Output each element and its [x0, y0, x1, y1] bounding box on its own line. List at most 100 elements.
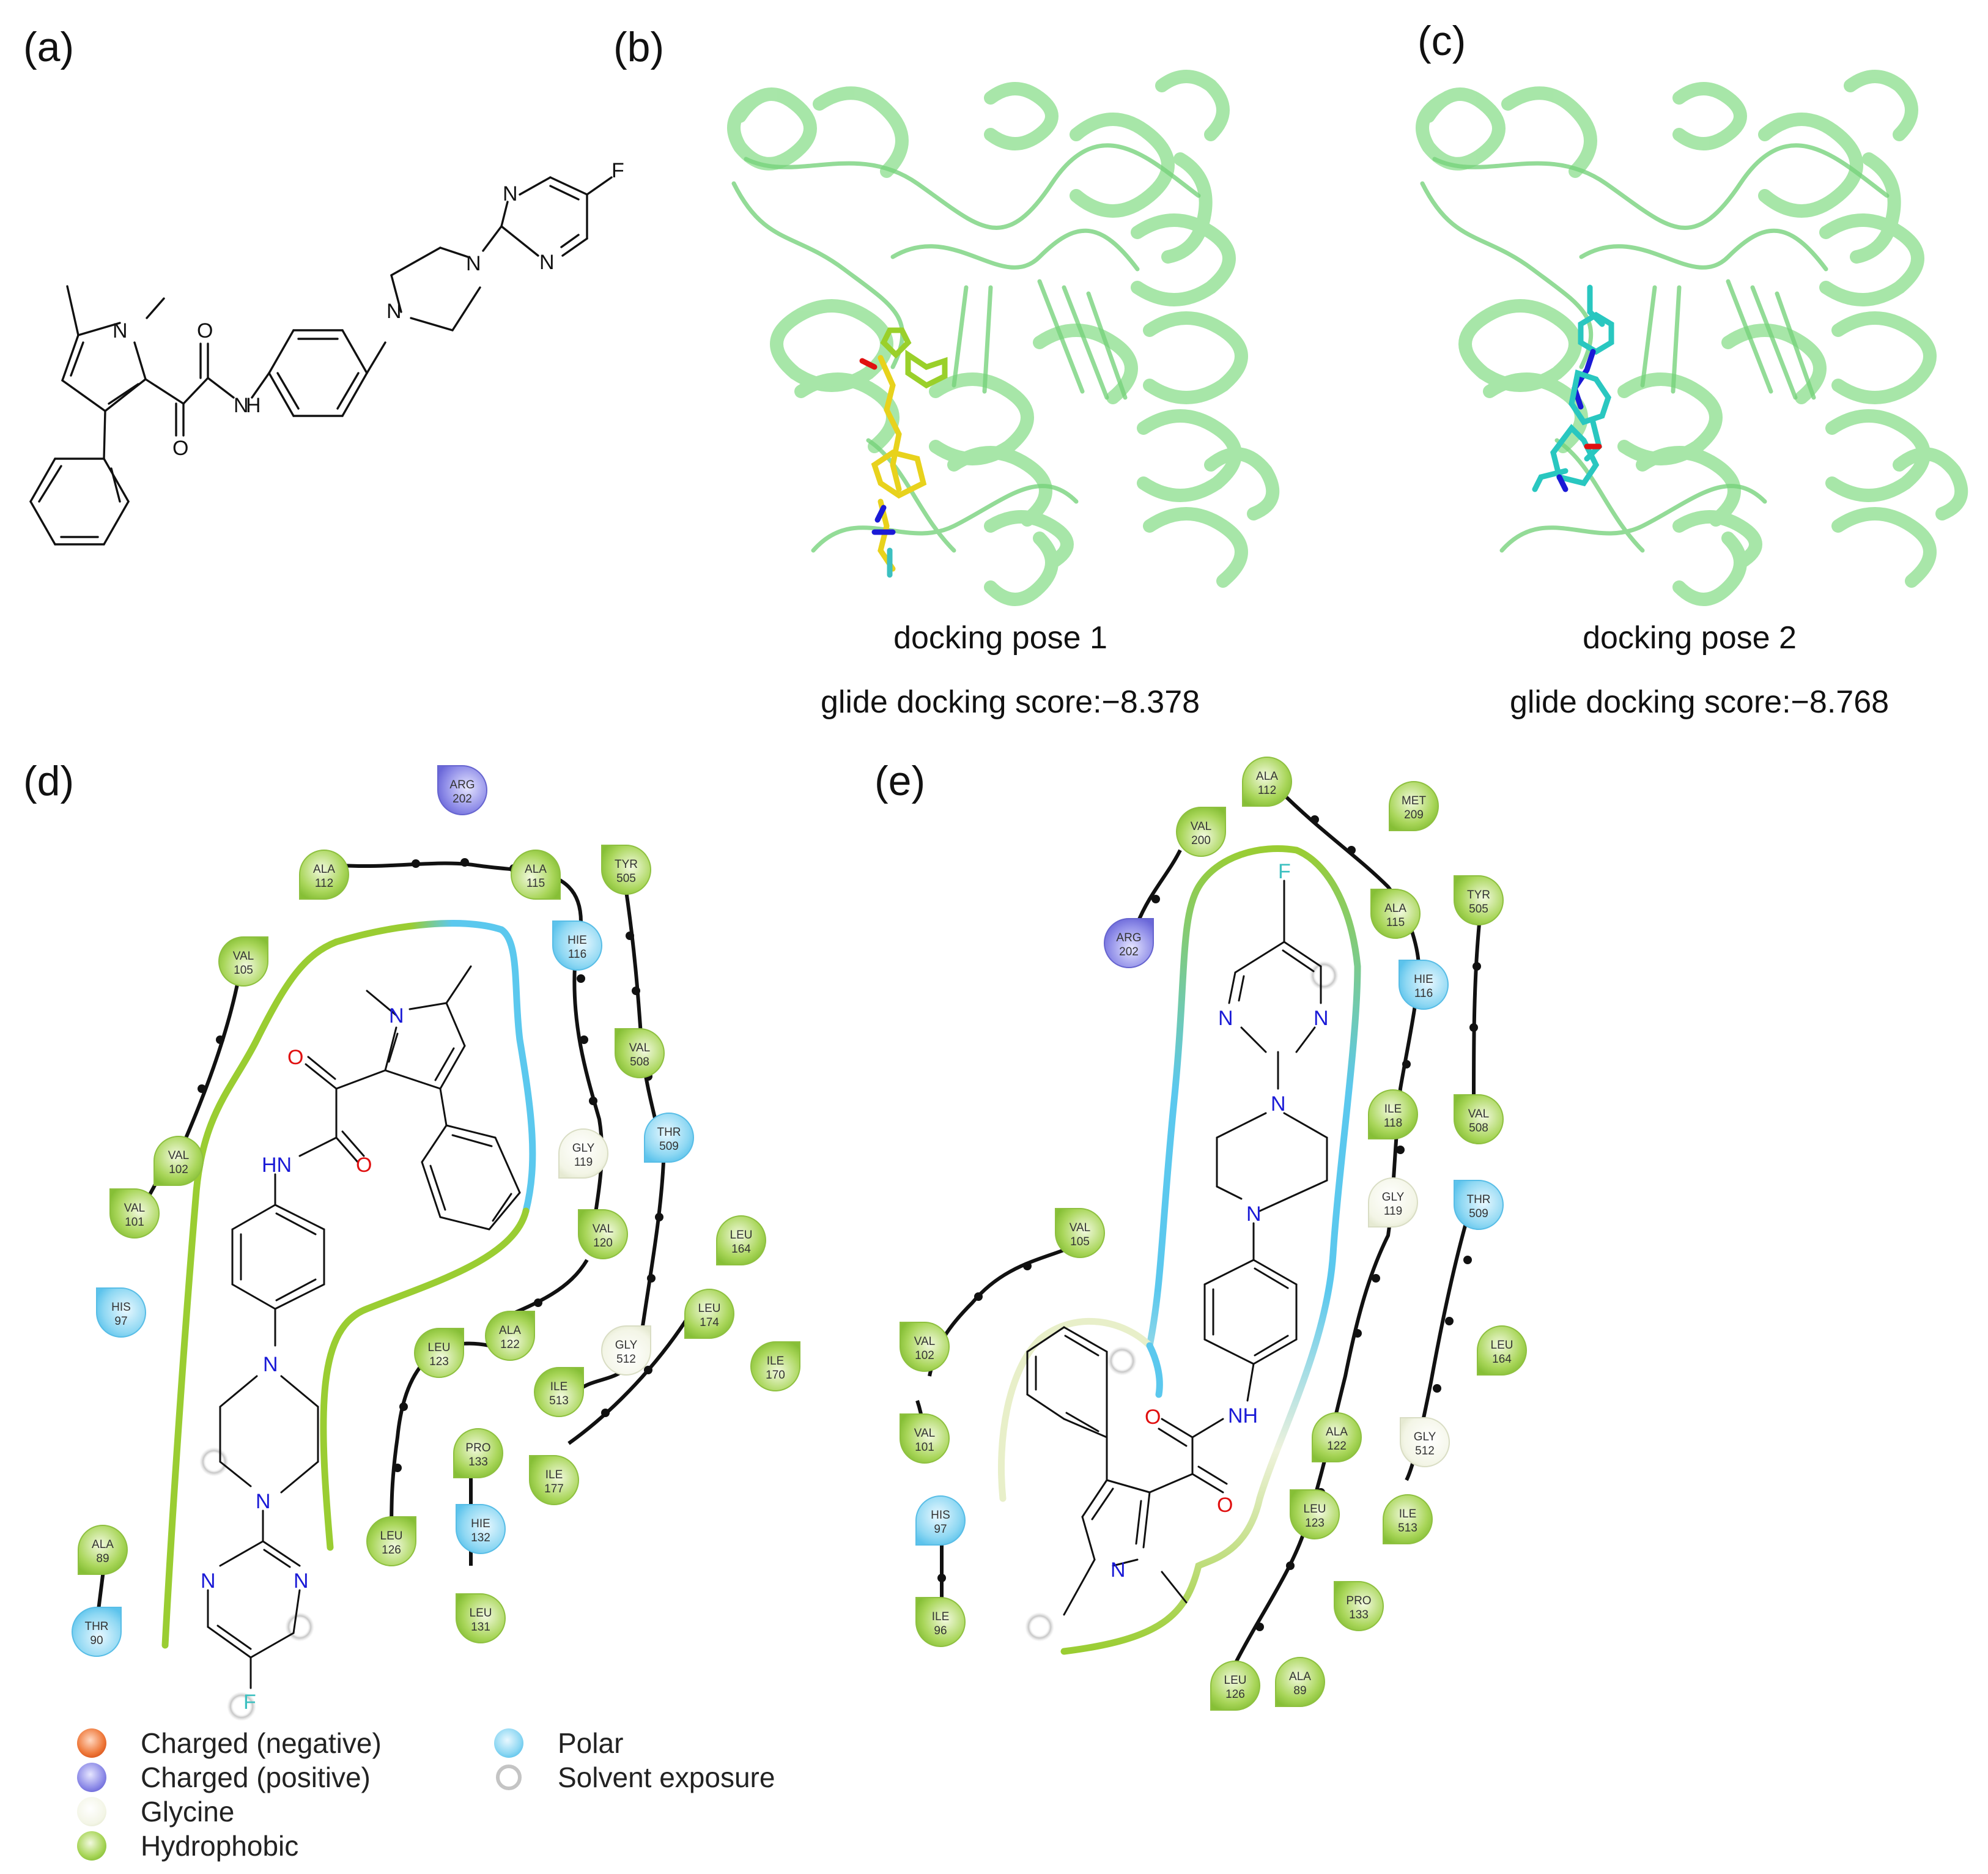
d-residue-name: VAL	[629, 1042, 651, 1054]
e-residue-shape	[1454, 875, 1504, 925]
legend-label-1: Charged (positive)	[141, 1761, 371, 1793]
e-residue-number: 89	[1293, 1684, 1306, 1697]
d-residue-name: GLY	[572, 1142, 595, 1155]
d-residue-shape	[578, 1209, 628, 1259]
atom-d-HN: HN	[262, 1154, 292, 1177]
atom-e-O2: O	[1217, 1494, 1233, 1517]
d-residue-name: ALA	[499, 1324, 521, 1337]
atom-a-O2: O	[197, 319, 213, 343]
d-residue-name: HIS	[111, 1301, 131, 1314]
d-residue-shape	[534, 1367, 584, 1417]
e-residue-number: 119	[1384, 1205, 1402, 1218]
d-residue-name: LEU	[698, 1302, 721, 1315]
legend-label-4: Polar	[558, 1727, 623, 1759]
e-residue-name: VAL	[914, 1335, 936, 1348]
e-residue-shape	[1275, 1657, 1325, 1707]
d-residue-number: 115	[527, 877, 545, 890]
e-residue-number: 512	[1415, 1445, 1435, 1457]
atom-a-F: F	[612, 159, 624, 182]
e-residue-number: 102	[915, 1349, 934, 1362]
legend-label-2: Glycine	[141, 1796, 234, 1828]
e-residue-name: THR	[1466, 1193, 1490, 1206]
e-residue-number: 133	[1349, 1609, 1369, 1621]
d-residue-name: THR	[657, 1126, 681, 1139]
d-residue-shape	[456, 1504, 506, 1554]
caption-b-score: glide docking score:−8.378	[821, 684, 1200, 720]
d-residue-name: TYR	[615, 858, 638, 871]
atom-e-N5: N	[1110, 1558, 1126, 1582]
legend-label-5: Solvent exposure	[558, 1761, 775, 1793]
e-residue-shape	[1368, 1177, 1418, 1228]
ligand-d: N O HN O N N N N F	[201, 965, 521, 1714]
d-residue-shape	[78, 1525, 128, 1575]
d-residue-number: 120	[593, 1237, 613, 1250]
atom-e-N4: N	[1246, 1202, 1262, 1226]
d-residue-shape	[485, 1311, 535, 1361]
solvent-exposure-e	[1025, 961, 1339, 1642]
e-residue-shape	[915, 1597, 966, 1647]
d-residue-name: LEU	[380, 1530, 403, 1543]
atom-a-N3: N	[466, 252, 481, 275]
d-residue-number: 97	[114, 1315, 127, 1328]
d-residue-number: 101	[125, 1216, 144, 1229]
atom-d-N1: N	[389, 1004, 404, 1028]
legend-swatch-4	[494, 1728, 523, 1758]
e-residue-shape	[1368, 1089, 1418, 1139]
d-residue-shape	[218, 936, 268, 987]
e-residue-shape	[1210, 1661, 1260, 1711]
atom-e-N3: N	[1271, 1092, 1286, 1116]
e-residue-number: 96	[934, 1624, 947, 1637]
atom-d-N2: N	[263, 1353, 278, 1376]
atom-a-N2: N	[386, 300, 402, 323]
e-residue-shape	[900, 1413, 950, 1464]
e-residue-number: 209	[1404, 809, 1424, 821]
e-residue-name: LEU	[1224, 1674, 1247, 1687]
d-residue-name: THR	[84, 1620, 108, 1633]
d-residue-name: VAL	[593, 1223, 614, 1235]
e-residue-name: ALA	[1384, 902, 1406, 915]
panel-label-a: (a)	[23, 24, 74, 70]
atom-a-NH-H: H	[246, 394, 261, 417]
e-residue-name: ILE	[932, 1610, 950, 1623]
d-residue-shape	[558, 1128, 608, 1179]
caption-c-pose: docking pose 2	[1583, 620, 1797, 656]
pose1-ligand	[859, 327, 948, 578]
panel-label-b: (b)	[613, 24, 664, 70]
d-residue-shape	[644, 1113, 694, 1163]
atom-a-N1: N	[113, 319, 128, 343]
structure-a: N O O N H N N N N F	[29, 159, 624, 546]
d-residue-shape	[511, 850, 561, 900]
legend-swatch-2	[77, 1797, 106, 1826]
e-residue-number: 118	[1384, 1117, 1402, 1130]
e-residue-shape	[1242, 757, 1292, 807]
atom-e-F: F	[1278, 860, 1291, 883]
atom-d-N5: N	[294, 1569, 309, 1593]
d-residue-shape	[601, 845, 651, 895]
e-residue-name: HIS	[931, 1509, 950, 1522]
d-residue-name: VAL	[168, 1149, 190, 1162]
e-residue-shape	[1055, 1208, 1105, 1258]
e-residue-name: ARG	[1116, 931, 1141, 944]
d-residue-shape	[552, 920, 602, 971]
d-residue-val-120: VAL 120	[578, 1209, 628, 1259]
atom-e-NH: NH	[1228, 1404, 1258, 1428]
